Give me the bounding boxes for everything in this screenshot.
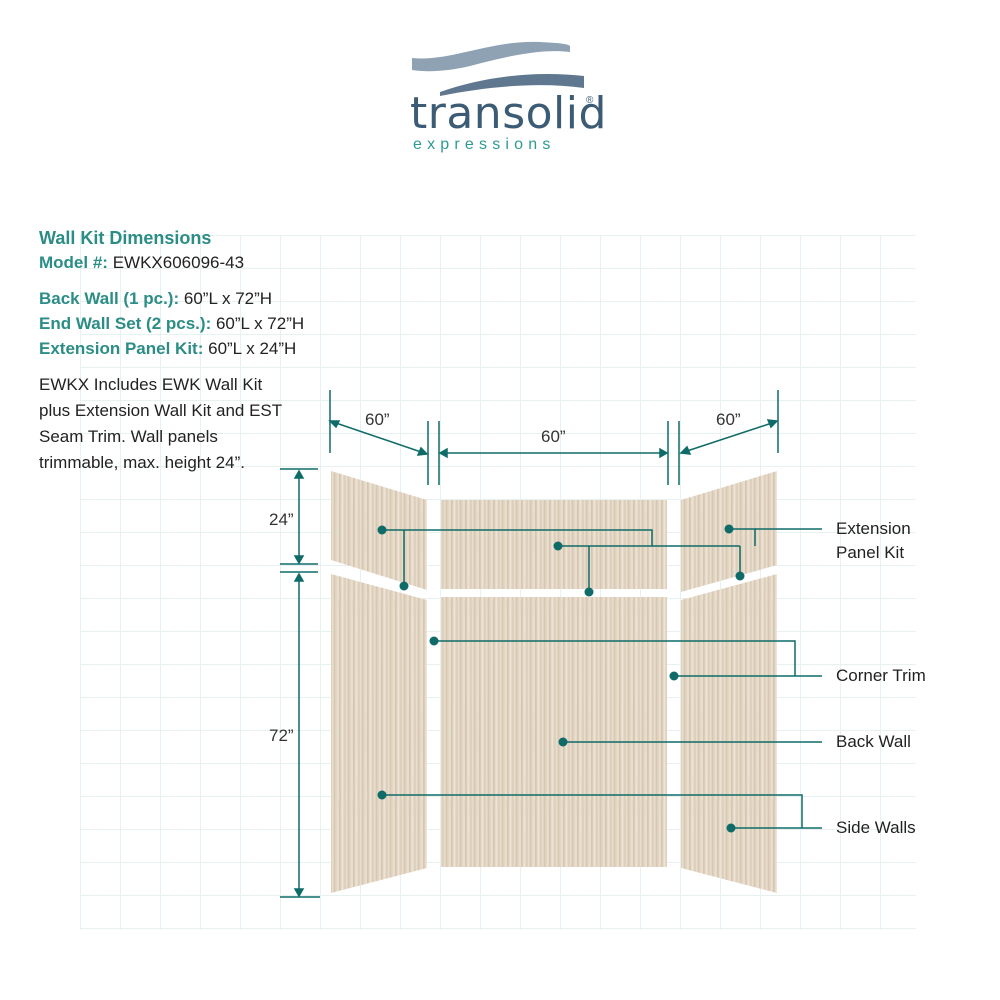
callout-corner-trim: Corner Trim <box>836 666 926 685</box>
callout-extension-line1: Extension <box>836 519 911 538</box>
back-wall-panel <box>441 597 667 867</box>
callout-side-walls: Side Walls <box>836 818 916 837</box>
back-wall-spec-row: Back Wall (1 pc.): 60”L x 72”H <box>39 287 272 311</box>
model-value: EWKX606096-43 <box>112 253 245 272</box>
right-side-wall <box>681 574 777 893</box>
model-number-row: Model #: EWKX606096-43 <box>39 251 244 275</box>
logo-tagline: expressions <box>413 136 556 153</box>
width-dimension-lines <box>328 390 779 485</box>
callout-extension-panel-kit: Extension Panel Kit <box>836 517 911 565</box>
left-side-wall <box>331 574 427 893</box>
extension-value: 60”L x 24”H <box>208 339 297 358</box>
logo-wordmark: transolid <box>410 88 607 139</box>
callout-extension-line2: Panel Kit <box>836 543 905 562</box>
extension-height-label: 24” <box>269 510 294 529</box>
extension-spec-row: Extension Panel Kit: 60”L x 24”H <box>39 337 296 361</box>
wall-height-label: 72” <box>269 726 294 745</box>
back-wall-label: Back Wall (1 pc.): <box>39 289 180 308</box>
end-wall-label: End Wall Set (2 pcs.): <box>39 314 212 333</box>
callout-dots <box>377 524 745 833</box>
right-width-label: 60” <box>716 410 741 429</box>
callout-leader-lines <box>382 528 822 829</box>
extension-label: Extension Panel Kit: <box>39 339 204 358</box>
spec-title: Wall Kit Dimensions <box>39 228 212 248</box>
callout-back-wall: Back Wall <box>836 732 911 751</box>
left-width-label: 60” <box>365 410 390 429</box>
end-wall-value: 60”L x 72”H <box>215 314 305 333</box>
back-wall-value: 60”L x 72”H <box>183 289 273 308</box>
end-wall-spec-row: End Wall Set (2 pcs.): 60”L x 72”H <box>39 312 304 336</box>
model-label: Model #: <box>39 253 108 272</box>
height-dimension-lines <box>280 468 320 898</box>
kit-description: EWKX Includes EWK Wall Kit plus Extensio… <box>39 375 282 472</box>
logo-registered-mark: ® <box>586 95 594 106</box>
center-width-label: 60” <box>541 427 566 446</box>
